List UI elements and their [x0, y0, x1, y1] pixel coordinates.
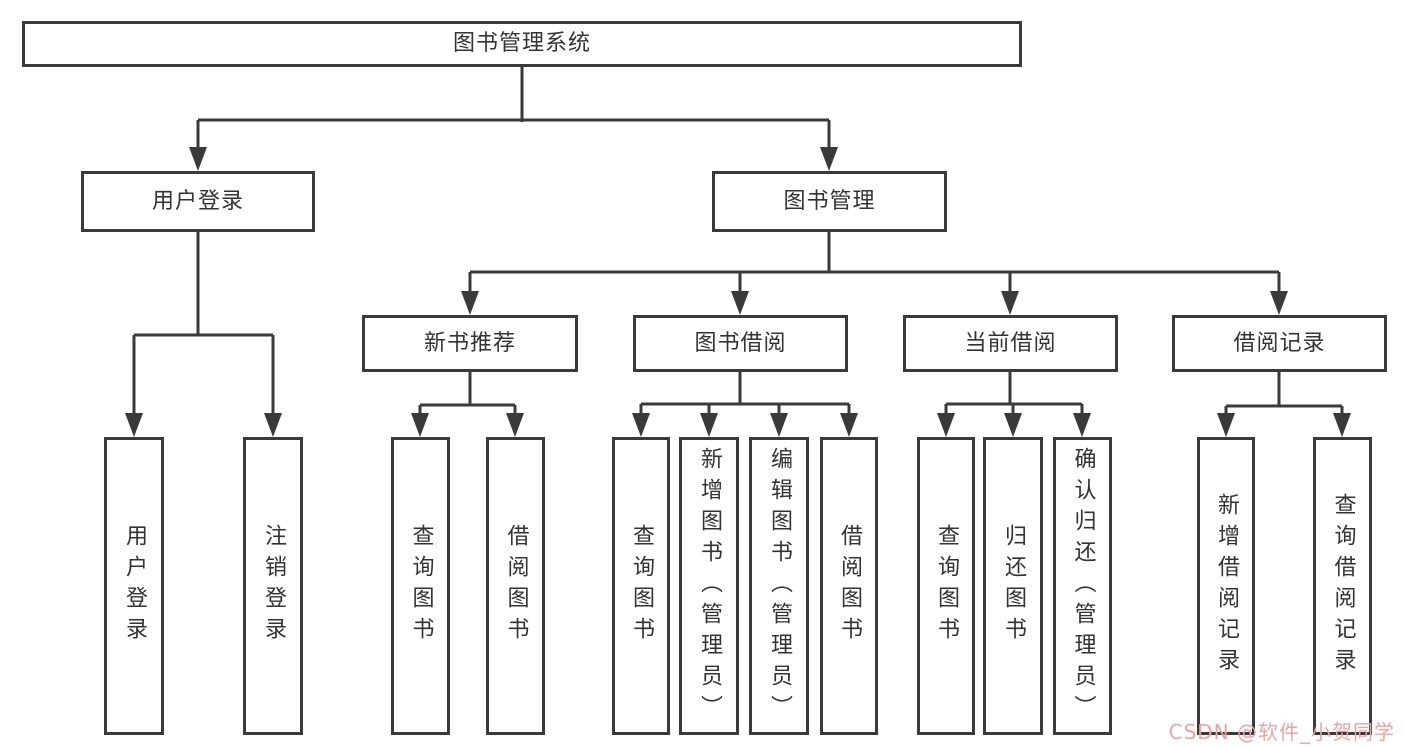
node-user-login-branch: 用户登录: [81, 171, 315, 232]
node-label: 借阅图书: [837, 524, 862, 648]
node-label: 用户登录: [122, 524, 147, 648]
node-label: 新书推荐: [423, 330, 516, 356]
node-root-library-system: 图书管理系统: [22, 21, 1022, 67]
leaf-user-login: 用户登录: [104, 437, 164, 735]
node-label: 查询图书: [408, 524, 434, 648]
leaf-query-books-borrowing: 查询图书: [612, 437, 670, 735]
node-new-book-recommend: 新书推荐: [362, 315, 578, 372]
node-label: 查询图书: [934, 524, 959, 648]
node-label: 借阅记录: [1233, 330, 1326, 356]
leaf-query-books-recommend: 查询图书: [391, 437, 450, 735]
leaf-return-book: 归还图书: [983, 437, 1043, 735]
node-current-borrowing: 当前借阅: [903, 315, 1118, 372]
leaf-query-books-current: 查询图书: [917, 437, 975, 735]
node-label: 查询图书: [629, 524, 654, 648]
node-label: 确认归还（管理员）: [1070, 446, 1096, 726]
node-label: 编辑图书（管理员）: [767, 446, 792, 726]
node-book-management-branch: 图书管理: [712, 171, 947, 232]
leaf-add-borrow-record: 新增借阅记录: [1197, 437, 1255, 735]
leaf-logout: 注销登录: [243, 437, 303, 735]
node-book-borrowing: 图书借阅: [633, 315, 848, 372]
leaf-borrow-books: 借阅图书: [820, 437, 878, 735]
node-label: 用户登录: [151, 188, 244, 214]
leaf-borrow-books-recommend: 借阅图书: [486, 437, 545, 735]
csdn-watermark: CSDN @软件_小贺同学: [1168, 720, 1395, 744]
node-borrow-records: 借阅记录: [1172, 315, 1387, 372]
node-label: 新增图书（管理员）: [697, 446, 722, 726]
node-label: 借阅图书: [503, 524, 529, 648]
node-label: 图书管理: [783, 188, 876, 214]
node-label: 图书借阅: [694, 330, 787, 356]
node-label: 查询借阅记录: [1330, 493, 1356, 679]
leaf-edit-book-admin: 编辑图书（管理员）: [749, 437, 809, 735]
leaf-query-borrow-record: 查询借阅记录: [1313, 437, 1372, 735]
node-label: 归还图书: [1001, 524, 1026, 648]
node-label: 注销登录: [261, 524, 286, 648]
node-label: 新增借阅记录: [1214, 493, 1239, 679]
leaf-confirm-return-admin: 确认归还（管理员）: [1053, 437, 1112, 735]
node-label: 图书管理系统: [452, 31, 591, 56]
leaf-add-book-admin: 新增图书（管理员）: [679, 437, 739, 735]
node-label: 当前借阅: [964, 330, 1057, 356]
